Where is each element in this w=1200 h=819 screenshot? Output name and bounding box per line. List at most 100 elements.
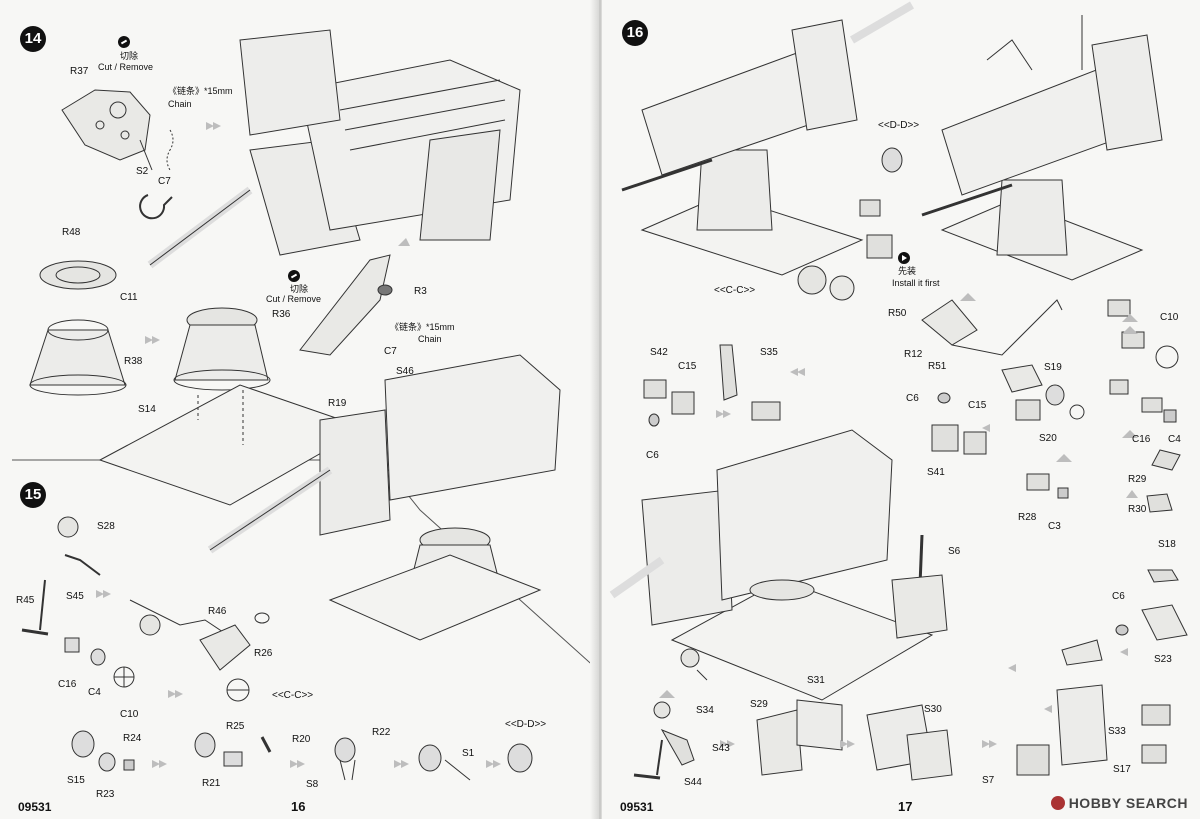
part-label: C15 [968, 400, 987, 411]
part-label: S33 [1108, 726, 1126, 737]
chain-note-en: Chain [418, 334, 442, 344]
part-s28-disc [57, 516, 79, 538]
part-label: R19 [328, 398, 347, 409]
part-label: S23 [1154, 654, 1172, 665]
part-label: S8 [306, 779, 319, 790]
chain-note-zh: 《链条》*15mm [390, 322, 455, 332]
part-label: S30 [924, 704, 942, 715]
gun-assembly-16c [609, 429, 934, 701]
part-label: S31 [807, 675, 825, 686]
cut-note-zh: 切除 [120, 51, 139, 61]
part-label: R37 [70, 66, 89, 77]
part-label: R51 [928, 361, 947, 372]
part-label: R12 [904, 349, 923, 360]
part-label: R38 [124, 356, 143, 367]
section-marker: <<D-D>> [878, 120, 920, 131]
part-label: C6 [906, 393, 919, 404]
install-first-en: Install it first [892, 278, 940, 288]
page-number: 16 [291, 799, 306, 814]
part-label: C4 [88, 687, 101, 698]
part-label: R20 [292, 734, 311, 745]
part-label: R45 [16, 595, 35, 606]
part-label: S29 [750, 699, 768, 710]
part-label: S1 [462, 748, 475, 759]
part-label: S41 [927, 467, 945, 478]
model-code: 09531 [620, 800, 654, 814]
part-r38-base [29, 329, 126, 386]
cut-icon [288, 270, 300, 282]
hobby-search-watermark: HOBBY SEARCH [1050, 795, 1188, 811]
part-c10-handwheel [1155, 345, 1179, 369]
part-label: S42 [650, 347, 668, 358]
gun-assembly-14 [147, 29, 521, 269]
part-label: R46 [208, 606, 227, 617]
part-label: C7 [158, 176, 171, 187]
part-label: C16 [1132, 434, 1151, 445]
part-label: S45 [66, 591, 84, 602]
part-r37-bracket [61, 89, 151, 161]
part-label: R21 [202, 778, 221, 789]
part-label: R24 [123, 733, 142, 744]
cut-icon [118, 36, 130, 48]
part-label: R29 [1128, 474, 1147, 485]
part-label: R3 [414, 286, 427, 297]
brand-logo-icon [1050, 796, 1065, 810]
part-label: S17 [1113, 764, 1131, 775]
part-label: C4 [1168, 434, 1181, 445]
part-label: R36 [272, 309, 291, 320]
gun-assembly-16b [921, 15, 1163, 281]
part-r48-ring [39, 260, 117, 290]
install-first-icon [898, 252, 910, 264]
part-label: S2 [136, 166, 149, 177]
part-label: S6 [948, 546, 961, 557]
part-label: C15 [678, 361, 697, 372]
step-14-badge: 14 [20, 26, 46, 52]
model-code: 09531 [18, 800, 52, 814]
step-16-badge: 16 [622, 20, 648, 46]
step-15-badge: 15 [20, 482, 46, 508]
left-page-drawing [12, 29, 598, 781]
part-label: S14 [138, 404, 156, 415]
part-label: S35 [760, 347, 778, 358]
part-label: R30 [1128, 504, 1147, 515]
part-label: S28 [97, 521, 115, 532]
gun-assembly-14-result [207, 354, 561, 641]
part-label: S44 [684, 777, 702, 788]
right-instruction-page: 16 先装 Install it first <<D-D>> <<C-C>> R… [602, 0, 1200, 819]
part-r36-plate [299, 254, 391, 356]
cut-note-en: Cut / Remove [266, 294, 322, 304]
part-label: R48 [62, 227, 81, 238]
part-label: C7 [384, 346, 397, 357]
part-label: R28 [1018, 512, 1037, 523]
section-marker: <<C-C>> [714, 285, 756, 296]
cut-note-en: Cut / Remove [98, 62, 154, 72]
part-label: S46 [396, 366, 414, 377]
right-page-drawing [609, 1, 1188, 781]
section-marker: <<D-D>> [505, 719, 547, 730]
page-number: 17 [898, 799, 913, 814]
chain-note-en: Chain [168, 99, 192, 109]
section-marker: <<C-C>> [272, 690, 314, 701]
part-label: R26 [254, 648, 273, 659]
step-divider-line [12, 459, 598, 671]
part-label: C10 [1160, 312, 1179, 323]
part-label: R50 [888, 308, 907, 319]
part-label: S15 [67, 775, 85, 786]
part-label: R25 [226, 721, 245, 732]
part-label: S19 [1044, 362, 1062, 373]
part-label: S20 [1039, 433, 1057, 444]
part-label: C16 [58, 679, 77, 690]
install-first-zh: 先装 [898, 266, 917, 276]
part-label: R23 [96, 789, 115, 800]
part-label: S43 [712, 743, 730, 754]
left-instruction-page: 14 15 切除 Cut / Remove 《链条》*15mm Chain 切除… [0, 0, 598, 819]
part-label: S18 [1158, 539, 1176, 550]
cut-note-zh: 切除 [290, 284, 309, 294]
chain-note-zh: 《链条》*15mm [168, 86, 233, 96]
part-label: C10 [120, 709, 139, 720]
part-label: S7 [982, 775, 995, 786]
part-label: C6 [1112, 591, 1125, 602]
part-label: C11 [120, 292, 138, 303]
part-c7-hook [139, 194, 173, 220]
part-label: S34 [696, 705, 714, 716]
